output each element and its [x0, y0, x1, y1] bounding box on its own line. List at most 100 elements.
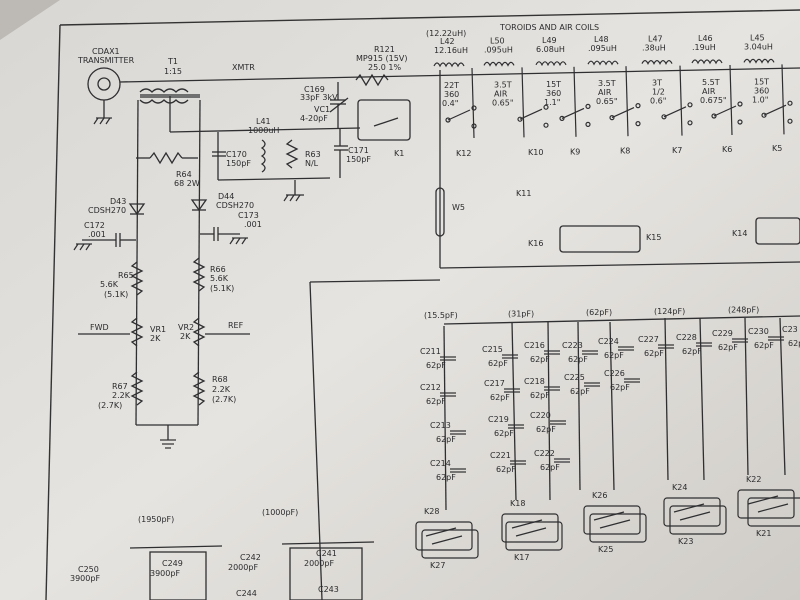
relay-contact-icon — [517, 116, 523, 122]
relay-box — [501, 513, 559, 543]
r121-val: 25.0 1% — [368, 63, 401, 72]
capacitor-name: C224 — [598, 337, 619, 346]
capacitor-value: 62pF — [754, 341, 774, 350]
coil-core: 360 — [754, 86, 769, 95]
c173-val: .001 — [244, 220, 262, 229]
r66-val: 5.6K — [210, 274, 229, 283]
relay-label: K22 — [746, 475, 761, 484]
capacitor-value: 62pF — [436, 473, 456, 482]
capacitor-name: C217 — [484, 379, 505, 388]
r64-name: R64 — [176, 170, 192, 179]
coil-turns: 3T — [652, 79, 662, 88]
coax-name: CDAX1 — [92, 47, 120, 56]
coil-symbols — [433, 58, 785, 139]
cap-group-label: (248pF) — [728, 305, 759, 314]
coil-name: L45 — [750, 33, 765, 42]
coil-name: L50 — [490, 36, 505, 45]
c170-val: 150pF — [226, 159, 251, 168]
capacitor-name: C228 — [676, 333, 697, 342]
relay-box — [663, 497, 721, 527]
r65-alt: (5.1K) — [104, 290, 128, 299]
c173-name: C173 — [238, 211, 259, 220]
r67-val: 2.2K — [112, 391, 131, 400]
coil-core: AIR — [598, 88, 612, 97]
capacitor-name: C219 — [488, 415, 509, 424]
coil-value: .19uH — [692, 43, 716, 52]
t1-ratio: 1:15 — [164, 67, 182, 76]
c172-val: .001 — [88, 230, 106, 239]
coil-icon — [535, 61, 567, 67]
r121-part: MP915 (15V) — [356, 54, 407, 63]
ground-icon — [73, 243, 92, 251]
capacitor-name: C216 — [524, 341, 545, 350]
fwd-label: FWD — [90, 323, 109, 332]
coil-core: AIR — [494, 89, 508, 98]
capacitor-name: C227 — [638, 335, 659, 344]
relay-box — [747, 497, 800, 527]
relay-label: K8 — [620, 147, 630, 156]
relay-box — [589, 513, 647, 543]
capacitor-value: 62pF — [788, 339, 800, 348]
coil-turns: 3.5T — [494, 80, 512, 89]
c250-val: 3900pF — [70, 574, 100, 583]
cap-group-label: (15.5pF) — [424, 311, 458, 320]
vc1-val: 4-20pF — [300, 114, 328, 123]
coil-core: AIR — [702, 87, 716, 96]
relay-contact-icon — [445, 117, 451, 123]
coil-icon — [587, 60, 619, 66]
c241-val: 2000pF — [304, 559, 334, 568]
d43-part: CDSH270 — [88, 206, 126, 215]
l41-name: L41 — [256, 117, 271, 126]
relay-label: K24 — [672, 483, 687, 492]
relay-label: K5 — [772, 144, 782, 153]
c171-name: C171 — [348, 146, 369, 155]
capacitor-value: 62pF — [682, 347, 702, 356]
capacitor-value: 62pF — [426, 397, 446, 406]
relay-label: K26 — [592, 491, 607, 500]
l42-uh-label: (12.22uH) — [426, 29, 466, 38]
k11-label: K11 — [516, 189, 531, 198]
coil-core: 360 — [444, 90, 459, 99]
coil-value: 3.04uH — [744, 42, 773, 51]
capacitor-value: 62pF — [426, 361, 446, 370]
capacitor-name: C213 — [430, 421, 451, 430]
capacitor-value: 62pF — [536, 425, 556, 434]
relay-contact-icon — [761, 112, 767, 118]
c243-name: C243 — [318, 585, 339, 594]
k1-label: K1 — [394, 149, 404, 158]
coil-core: 1/2 — [652, 88, 665, 97]
relay-label: K21 — [756, 529, 771, 538]
coil-value: .095uH — [484, 45, 513, 54]
coil-length: 0.65" — [492, 98, 514, 107]
capacitor-value: 62pF — [568, 355, 588, 364]
capacitor-value: 62pF — [604, 351, 624, 360]
capacitor-value: 62pF — [530, 391, 550, 400]
relay-box — [583, 505, 641, 535]
r66-name: R66 — [210, 265, 226, 274]
coil-turns: 15T — [754, 77, 769, 86]
r66-alt: (5.1K) — [210, 284, 234, 293]
relay-box — [669, 505, 727, 535]
coil-turns: 22T — [444, 81, 459, 90]
coil-length: 0.6" — [650, 97, 666, 106]
capacitor-name: C214 — [430, 459, 451, 468]
d44-name: D44 — [218, 192, 234, 201]
coil-value: 6.08uH — [536, 45, 565, 54]
capacitor-name: C215 — [482, 345, 503, 354]
paper-corner-shadow — [0, 0, 60, 40]
relay-label: K18 — [510, 499, 525, 508]
relay-box — [421, 529, 479, 559]
capacitor-value: 62pF — [530, 355, 550, 364]
r67-name: R67 — [112, 382, 128, 391]
ground-icon — [229, 237, 248, 245]
vc1-name: VC1 — [314, 105, 330, 114]
capacitor-value: 62pF — [718, 343, 738, 352]
relay-label: K27 — [430, 561, 445, 570]
k15-label: K15 — [646, 233, 661, 242]
vr2-val: 2K — [180, 332, 191, 341]
c170-name: C170 — [226, 150, 247, 159]
relay-contacts-bottom — [415, 489, 800, 559]
coil-name: L46 — [698, 34, 713, 43]
coil-name: L42 — [440, 37, 455, 46]
relay-contact-icon — [711, 113, 717, 119]
